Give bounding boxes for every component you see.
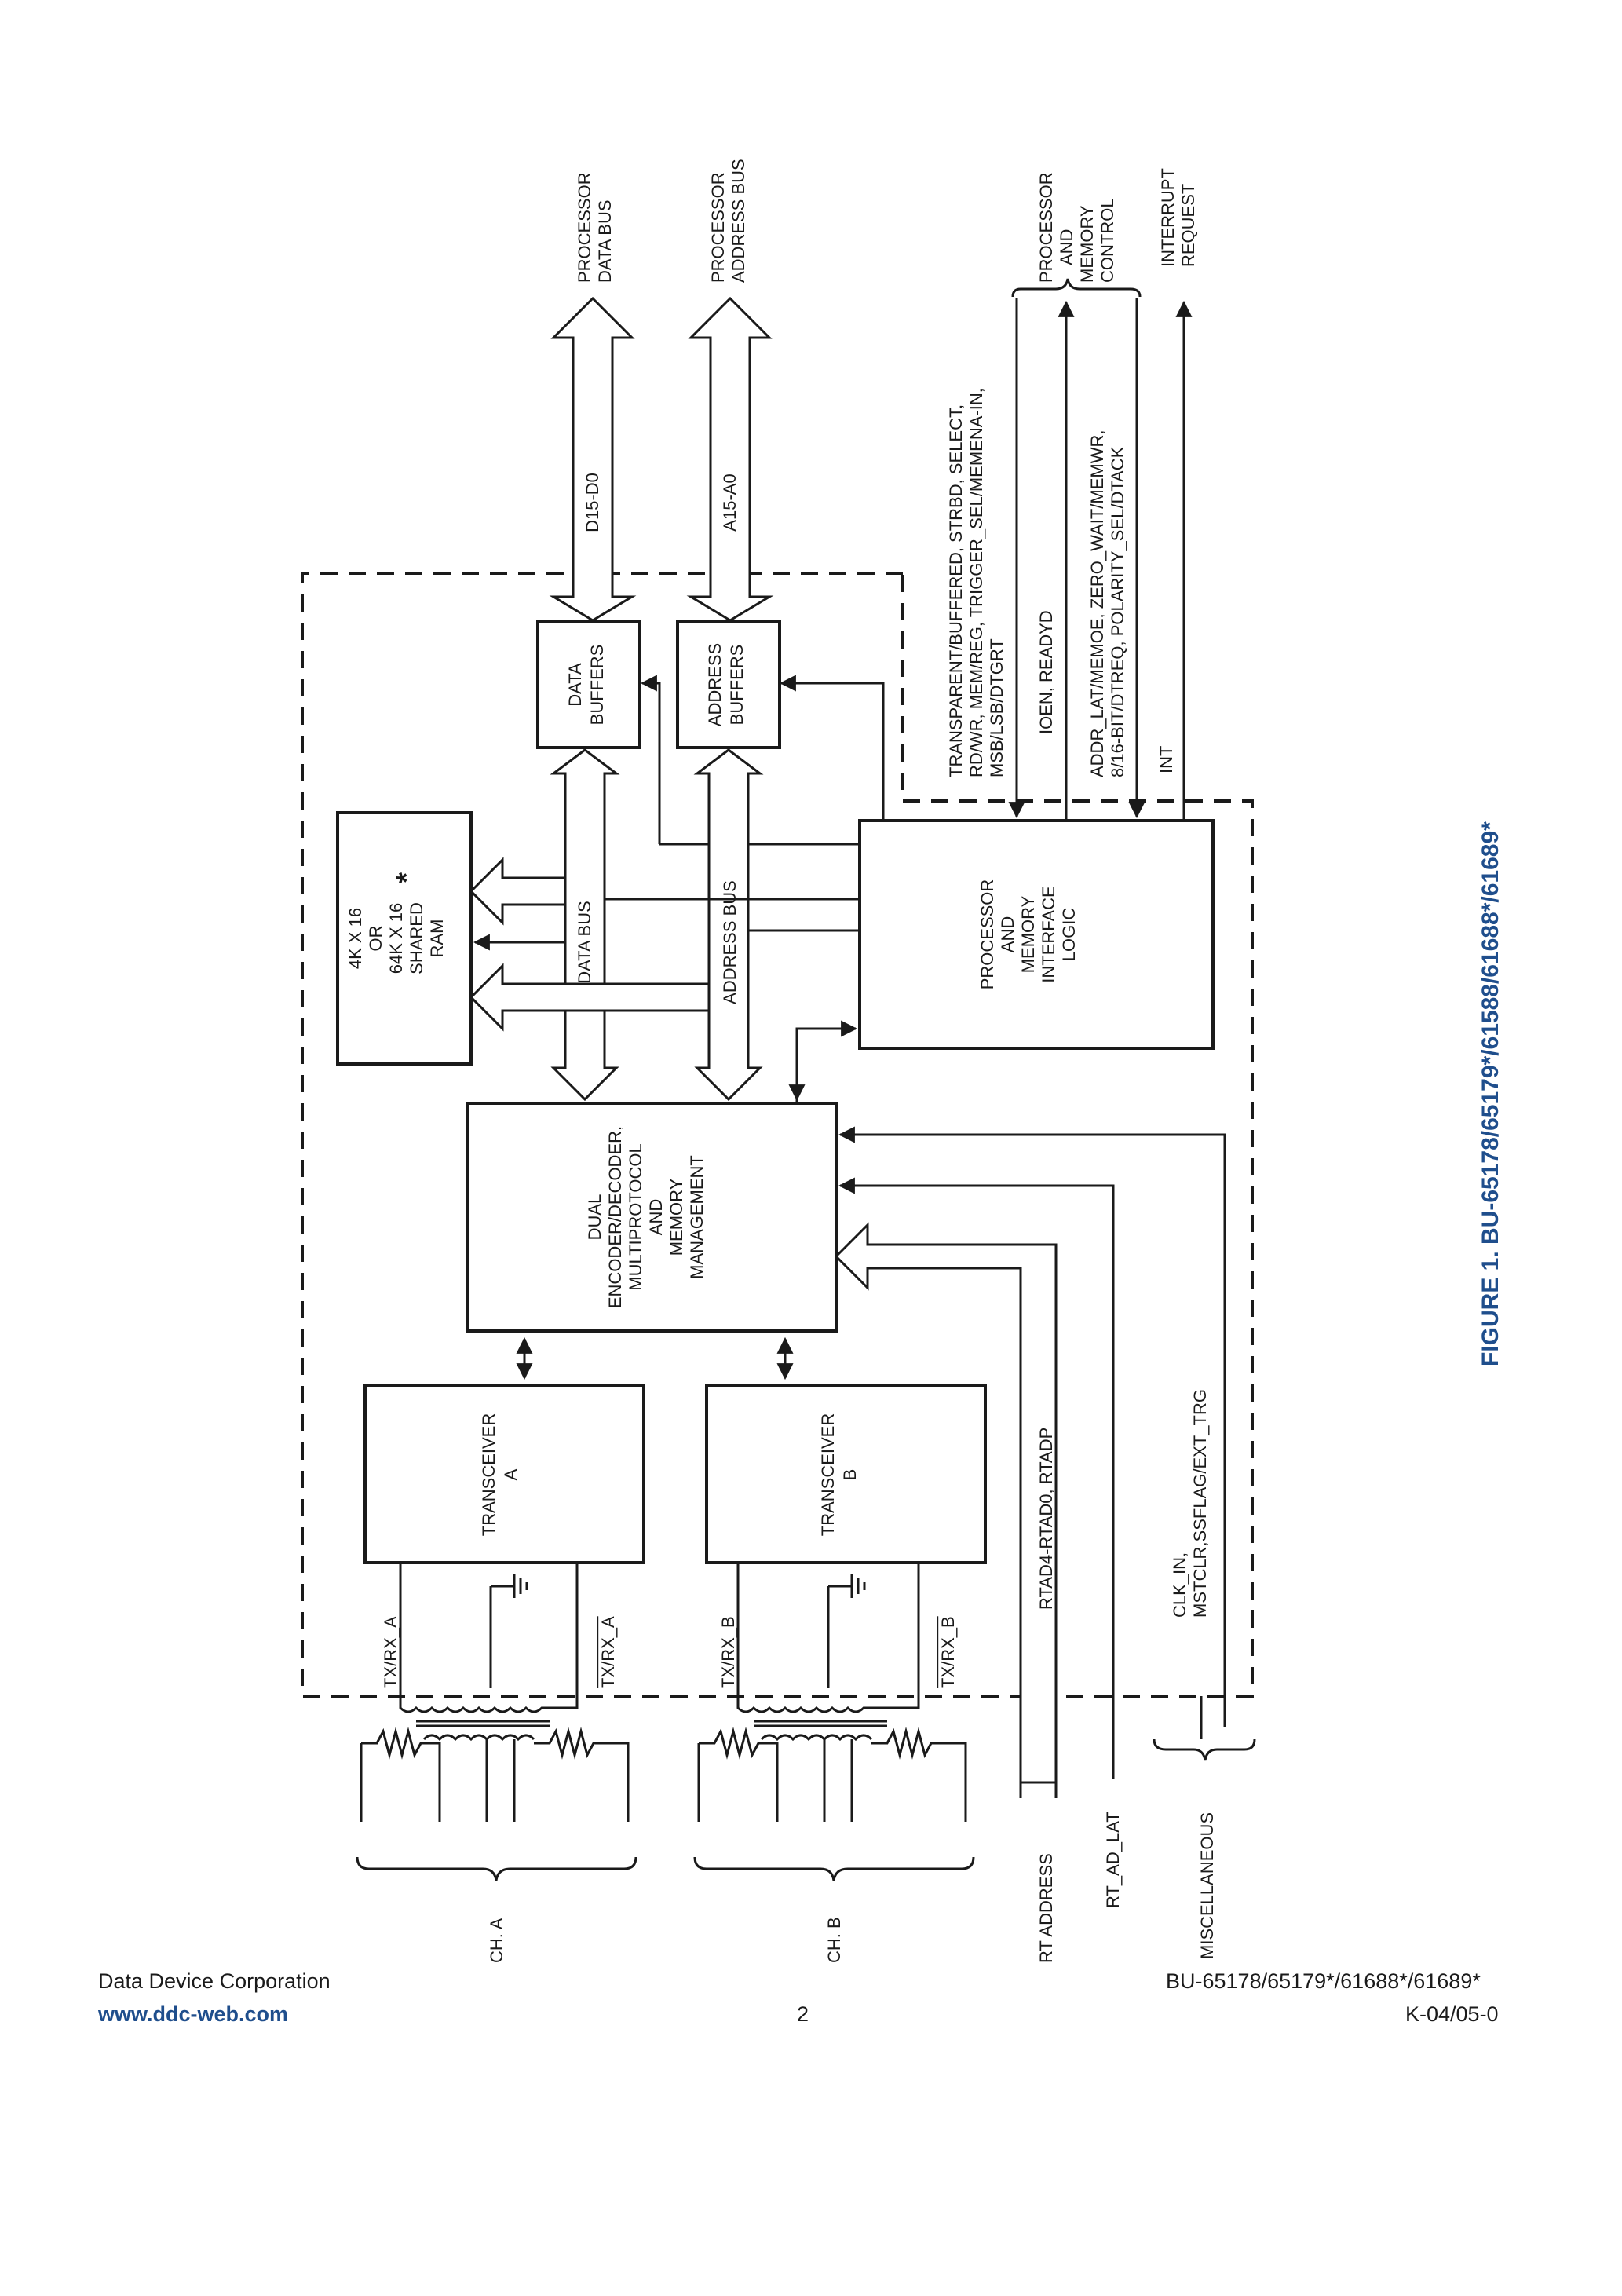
- txrx-a-n-label: TX/RX_A: [598, 1616, 618, 1688]
- miscellaneous-label: MISCELLANEOUS: [1197, 1812, 1217, 1959]
- ram-data-bus-link: [469, 857, 567, 926]
- rt-ad-lat-label: RT_AD_LAT: [1103, 1812, 1123, 1908]
- processor-interface-block: [858, 819, 1215, 1050]
- misc-signal-label: CLK_IN,MSTCLR,SSFLAG/EXT_TRG: [1170, 1389, 1210, 1618]
- ch-a-label: CH. A: [487, 1918, 506, 1963]
- footer-website[interactable]: www.ddc-web.com: [98, 2002, 289, 2026]
- rtad-bus: [834, 1222, 1058, 1784]
- txrx-b-n-label: TX/RX_B: [938, 1616, 958, 1688]
- footer-company: Data Device Corporation: [98, 1969, 331, 1993]
- misc-clk-line: [838, 1126, 1226, 1727]
- transformer-b-icon: [736, 1688, 920, 1742]
- rtad-label: RTAD4-RTAD0, RTADP: [1036, 1428, 1056, 1610]
- processor-address-bus-label: PROCESSORADDRESS BUS: [708, 159, 748, 283]
- ground-a-icon: [491, 1574, 528, 1598]
- figure-caption: FIGURE 1. BU-65178/65179*/61588/61688*/6…: [1478, 821, 1503, 1366]
- footer-part-number: BU-65178/65179*/61688*/61689*: [1166, 1969, 1481, 1993]
- transceiver-b-block: [705, 1384, 987, 1564]
- stub-b-icon: [697, 1727, 967, 1822]
- footer-page-number: 2: [797, 2002, 809, 2026]
- ram-star: *: [390, 872, 422, 883]
- signal-ioen-label: IOEN, READYD: [1036, 610, 1056, 734]
- txrx-b-label: TX/RX_B: [718, 1616, 738, 1688]
- d15-d0-label: D15-D0: [583, 473, 602, 532]
- encoder-decoder-block: [466, 1102, 838, 1333]
- data-bus-label: DATA BUS: [575, 901, 594, 984]
- ch-a-brace: [356, 1856, 637, 1881]
- interrupt-request-label: INTERRUPTREQUEST: [1158, 168, 1198, 267]
- processor-memory-control-label: PROCESSORANDMEMORYCONTROL: [1036, 172, 1117, 283]
- shared-ram-block: [336, 811, 473, 1066]
- address-buffers-block: [676, 620, 781, 749]
- stub-a-icon: [360, 1727, 630, 1822]
- signal-group1-label: TRANSPARENT/BUFFERED, STRBD, SELECT,RD/W…: [946, 388, 1006, 777]
- internal-address-bus: [693, 748, 764, 1102]
- encoder-label: DUALENCODER/DECODER,MULTIPROTOCOLANDMEMO…: [585, 1126, 707, 1308]
- ground-b-icon: [828, 1574, 866, 1598]
- signal-group2-label: ADDR_LAT/MEMOE, ZERO_WAIT/MEMWR,8/16-BIT…: [1087, 430, 1127, 777]
- ch-b-brace: [693, 1856, 975, 1881]
- txrx-a-label: TX/RX_A: [381, 1616, 400, 1688]
- a15-a0-label: A15-A0: [720, 473, 740, 531]
- chip-boundary: [301, 572, 1254, 1698]
- processor-interface-label: PROCESSORANDMEMORYINTERFACELOGIC: [977, 879, 1079, 990]
- ram-address-bus-link: [469, 963, 711, 1032]
- rt-address-label: RT ADDRESS: [1036, 1853, 1056, 1963]
- address-bus-label: ADDRESS BUS: [720, 880, 740, 1004]
- processor-data-bus-label: PROCESSORDATA BUS: [575, 172, 615, 283]
- data-buffers-block: [536, 620, 641, 749]
- ch-b-label: CH. B: [824, 1917, 844, 1963]
- misc-brace: [1153, 1738, 1256, 1761]
- ram-label: 4K X 16OR64K X 16SHAREDRAM: [345, 902, 447, 974]
- footer-revision: K-04/05-0: [1405, 2002, 1499, 2026]
- rt-ad-lat-line: [838, 1177, 1115, 1779]
- internal-data-bus: [550, 748, 620, 1102]
- transformer-a-icon: [399, 1688, 579, 1742]
- logic-encoder-link: [795, 1020, 858, 1103]
- signal-int-label: INT: [1156, 746, 1176, 773]
- ctrl-to-databuf: [642, 682, 661, 844]
- logic-to-addrbuf: [779, 675, 885, 821]
- transceiver-a-block: [363, 1384, 645, 1564]
- control-brace: [1011, 278, 1142, 298]
